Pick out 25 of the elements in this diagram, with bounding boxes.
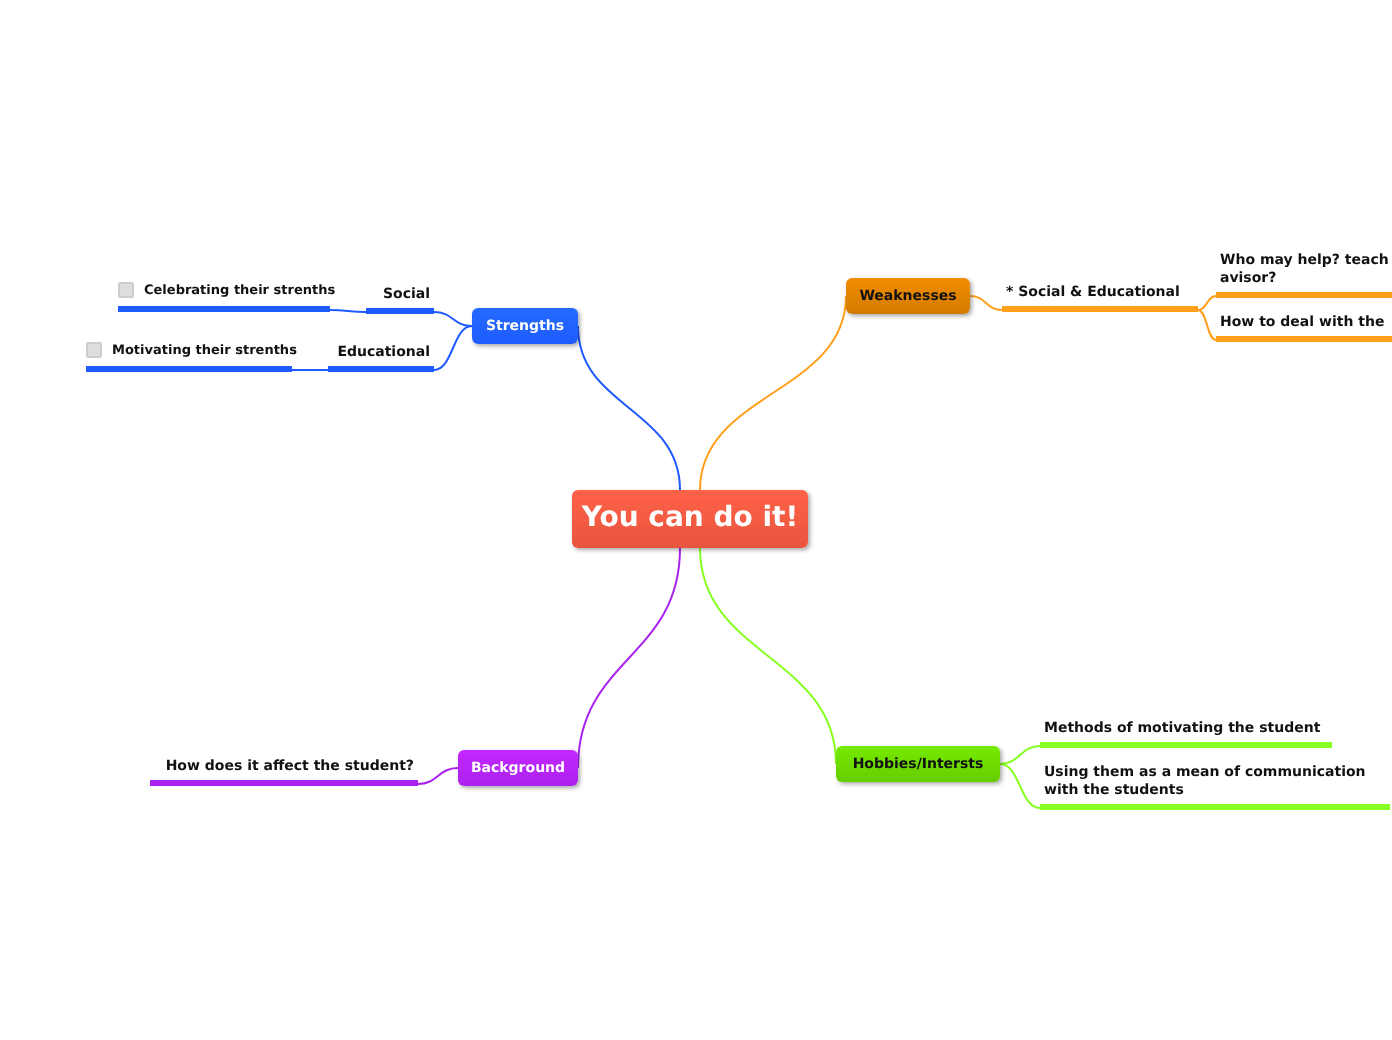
topic-box [472, 308, 578, 344]
connector-line [1197, 295, 1217, 311]
connector-line [969, 295, 1003, 311]
connector-line [433, 311, 473, 327]
connector-line [1197, 309, 1217, 341]
subtopic-underline [328, 340, 434, 372]
subtopic-underline [366, 282, 434, 314]
connector-line [433, 325, 473, 371]
central-topic [572, 490, 808, 548]
topic-box [846, 278, 970, 314]
connector-line [699, 547, 837, 765]
connector-line [577, 547, 681, 769]
connector-line [699, 295, 847, 491]
connector-line [417, 767, 459, 785]
topic-box [836, 746, 1000, 782]
subtopic-underline [1002, 280, 1198, 312]
connector-line [999, 763, 1041, 809]
connector-line [291, 369, 329, 371]
connector-line [329, 309, 367, 313]
topic-box [458, 750, 578, 786]
connector-line [999, 745, 1041, 765]
subtopic-underline [1040, 760, 1390, 810]
topic-label: You can do it! [581, 502, 799, 536]
subtopic-underline [1040, 716, 1332, 748]
connector-line [577, 325, 681, 491]
